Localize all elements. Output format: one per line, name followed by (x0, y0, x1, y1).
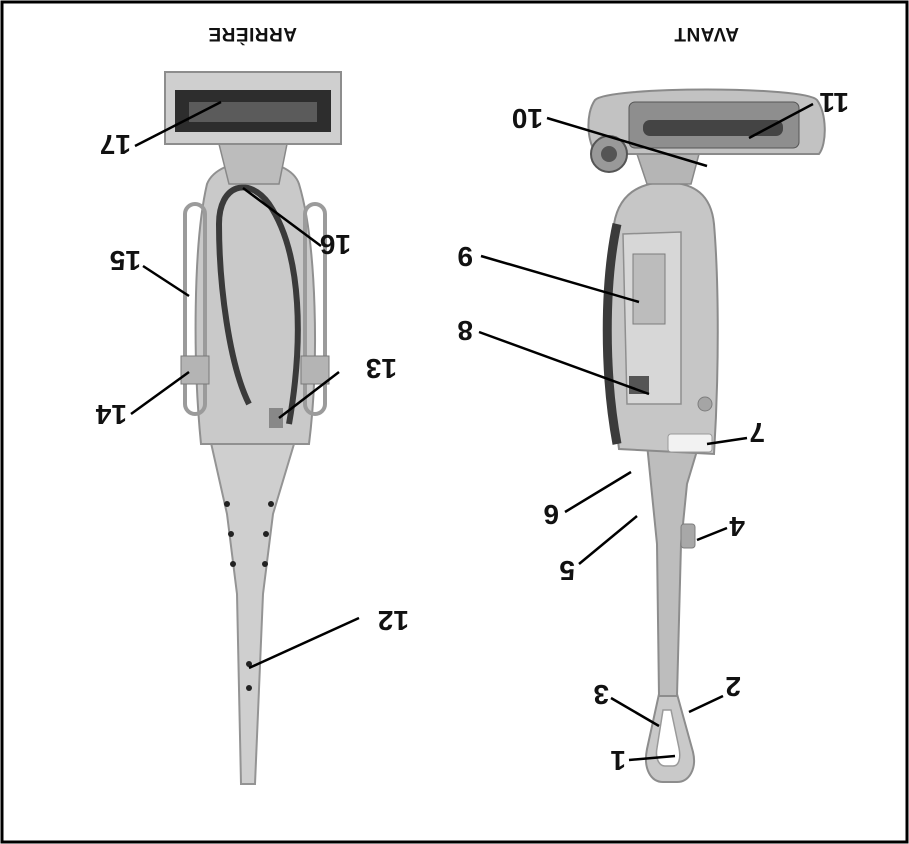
callout-10: 10 (512, 104, 543, 132)
callout-2: 2 (725, 672, 741, 700)
callout-3: 3 (593, 680, 609, 708)
callout-14: 14 (96, 400, 127, 428)
callout-4: 4 (729, 512, 745, 540)
rear-brushroll (189, 102, 317, 122)
callout-16: 16 (320, 230, 351, 258)
front-trigger (681, 524, 695, 548)
front-button (698, 397, 712, 411)
front-heading: AVANT (674, 22, 739, 44)
callout-8: 8 (457, 316, 473, 344)
callout-17: 17 (100, 130, 131, 158)
front-neck (637, 154, 699, 184)
leader-15 (143, 266, 189, 296)
rear-cord-hook-left (301, 356, 329, 384)
front-wheel-hub (601, 146, 617, 162)
leader-14 (131, 372, 189, 414)
rear-cord-hook-right (181, 356, 209, 384)
callout-5: 5 (559, 556, 575, 584)
callout-11: 11 (819, 88, 849, 116)
callout-9: 9 (457, 242, 473, 270)
callout-6: 6 (543, 500, 559, 528)
front-filter (633, 254, 665, 324)
front-brushroll (643, 120, 783, 136)
callout-15: 15 (110, 246, 141, 274)
callout-1: 1 (610, 746, 626, 774)
callout-7: 7 (749, 418, 765, 446)
leader-5 (579, 516, 637, 564)
rear-handle-tube (209, 434, 297, 784)
callout-13: 13 (366, 354, 397, 382)
callout-12: 12 (378, 606, 409, 634)
leader-12 (249, 618, 359, 668)
leader-6 (565, 472, 631, 512)
leader-4 (697, 528, 727, 540)
leader-2 (689, 696, 723, 712)
leader-3 (611, 698, 659, 726)
front-window (668, 434, 712, 452)
rear-neck (219, 144, 287, 184)
front-handle-tube (647, 444, 699, 696)
rear-heading: ARRIÈRE (208, 22, 297, 44)
front-vacuum-illustration (588, 90, 824, 783)
rear-vacuum-illustration (165, 72, 341, 784)
